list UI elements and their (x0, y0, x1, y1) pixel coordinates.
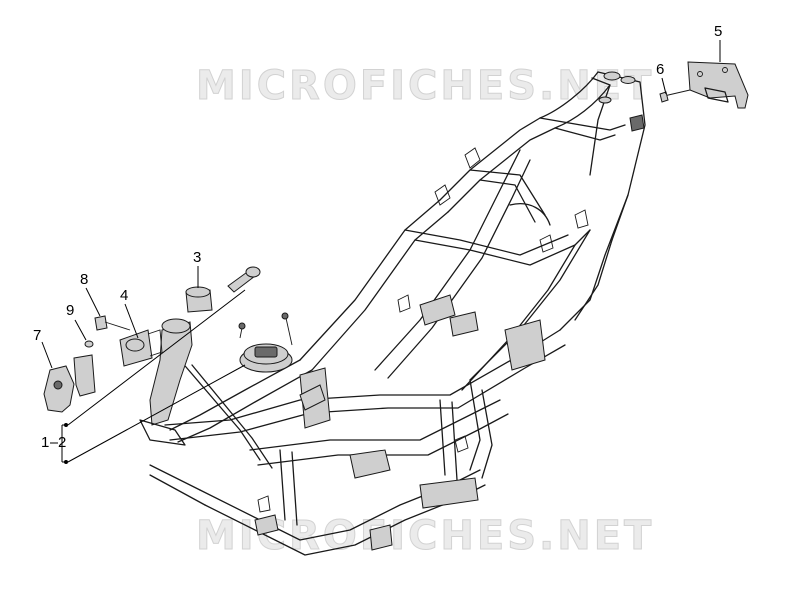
callout-6: 6 (656, 61, 665, 78)
callout-5: 5 (714, 23, 723, 40)
callout-2: 2 (58, 434, 67, 451)
part-3-bushing (185, 286, 213, 313)
callout-3: 3 (193, 249, 202, 266)
key (227, 266, 261, 293)
callout-7: 7 (33, 327, 42, 344)
callout-4: 4 (120, 287, 129, 304)
part-4-switch (119, 329, 163, 367)
frame-chassis (139, 71, 646, 556)
callout-9: 9 (66, 302, 75, 319)
callout-8: 8 (80, 271, 89, 288)
part-9-washer (84, 340, 94, 348)
part-5-rear-bracket (687, 61, 749, 109)
part-6-screw (659, 89, 691, 103)
watermark-top: MICROFICHES.NET (195, 63, 655, 109)
part-7-lock-body (43, 354, 96, 413)
part-8-bolt (94, 315, 131, 331)
part-2-lock-cap (238, 312, 293, 373)
callout-1: 1 (41, 434, 50, 451)
